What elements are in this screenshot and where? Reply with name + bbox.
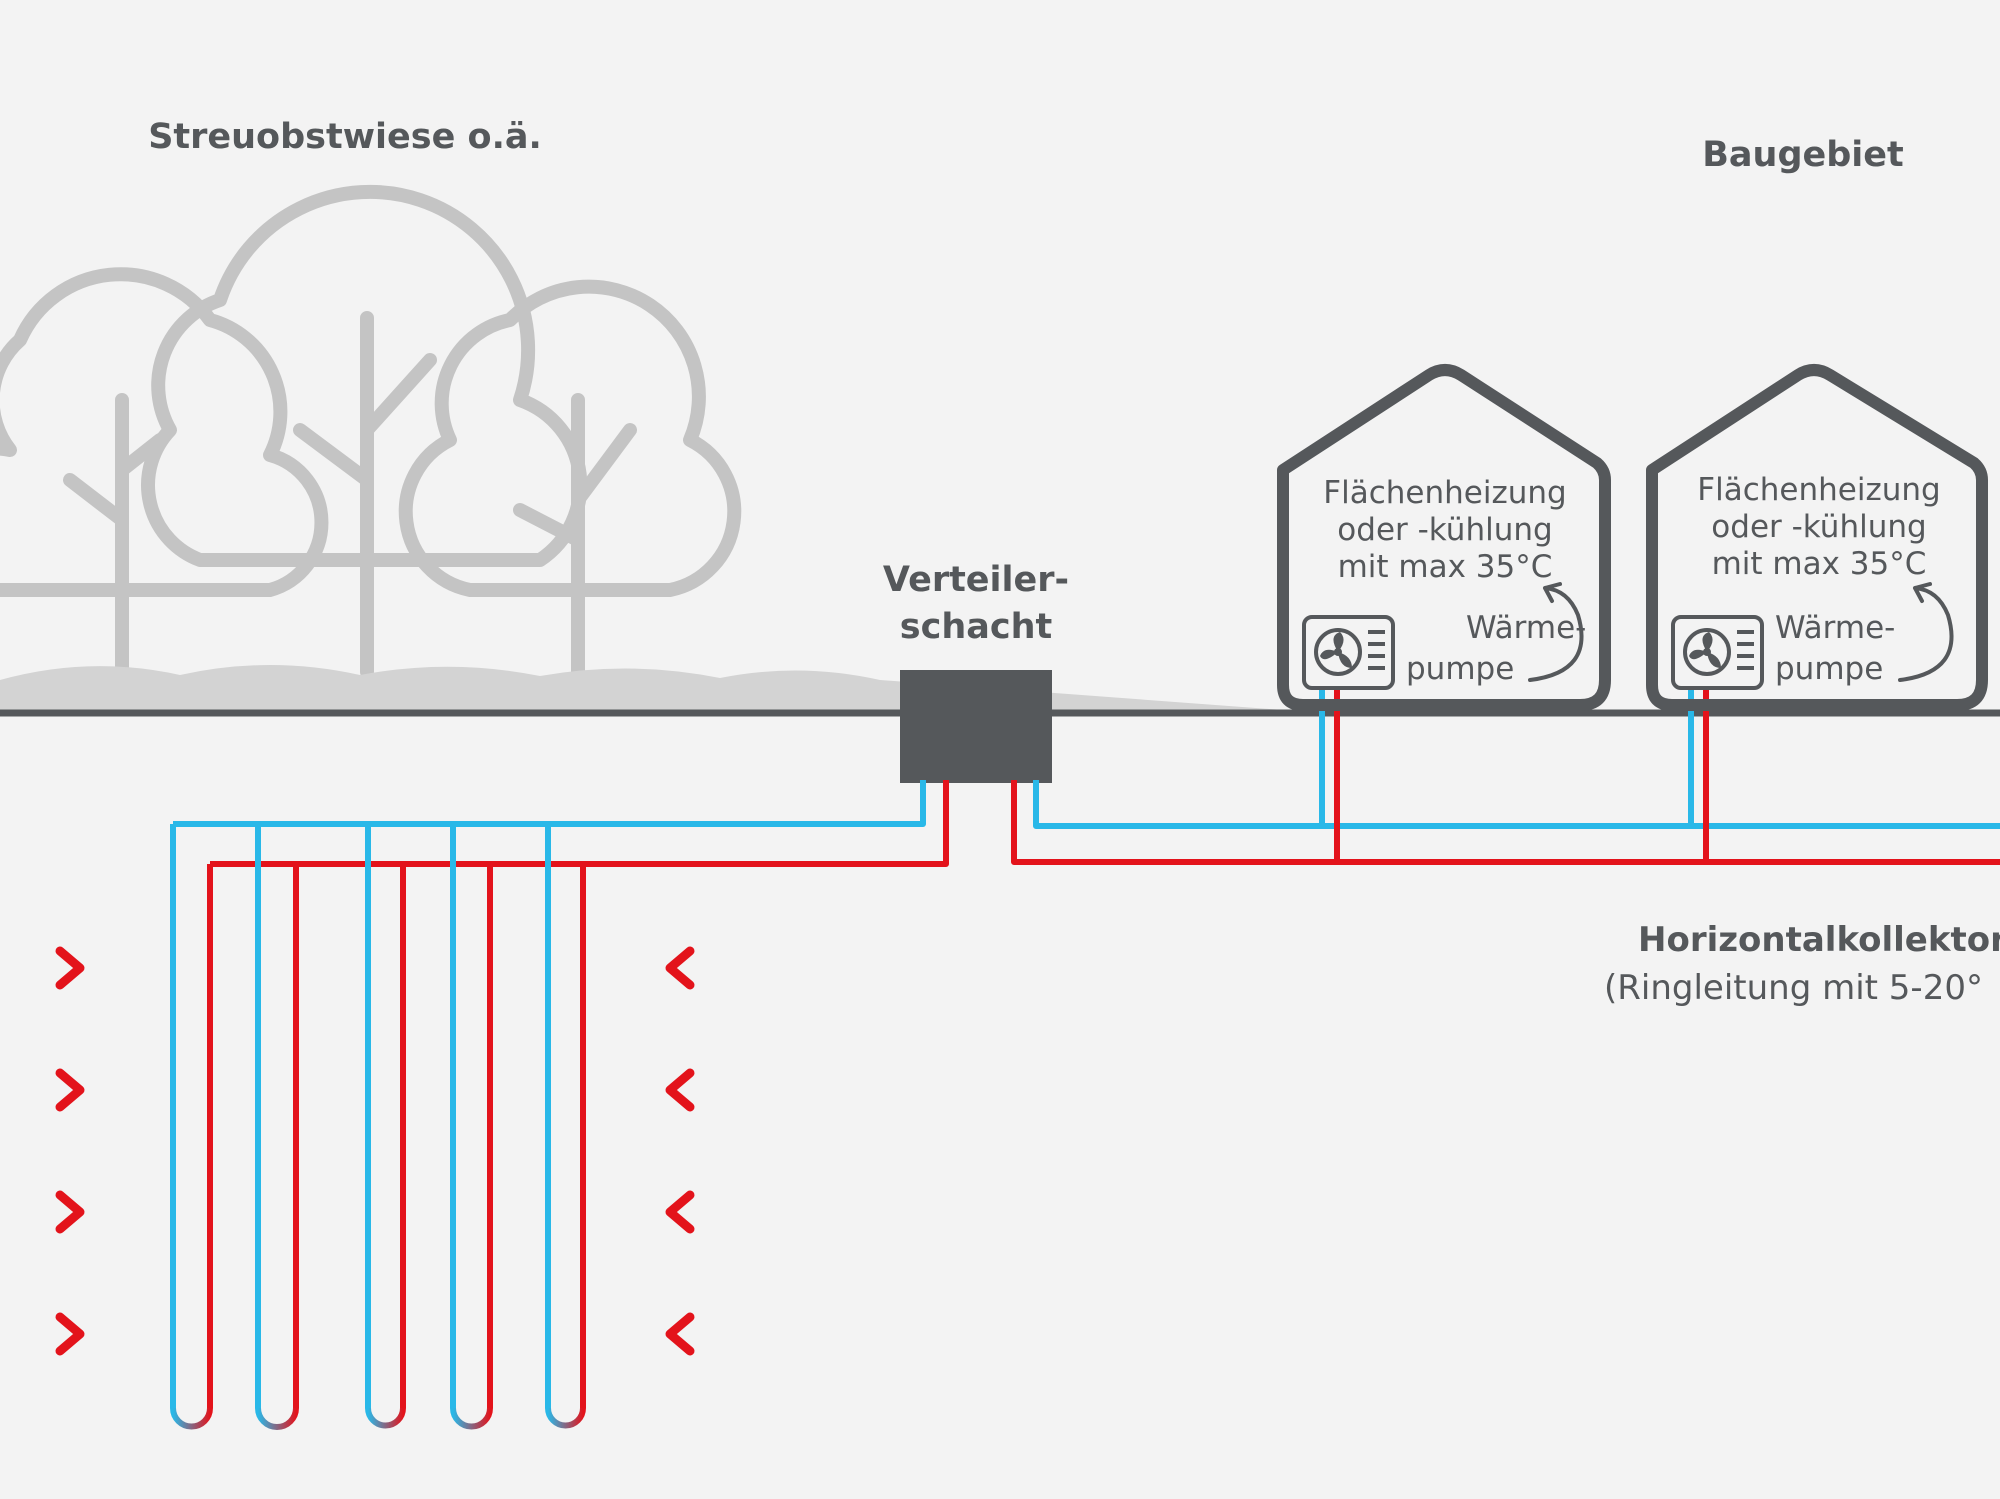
trees-illustration xyxy=(0,184,742,679)
chevron-right-icon xyxy=(55,946,85,990)
house-1-text-line3: mit max 35°C xyxy=(1338,549,1553,585)
chevron-left-icon xyxy=(665,946,695,990)
chevron-left-icon xyxy=(665,1190,695,1234)
house-1: Flächenheizung oder -kühlung mit max 35°… xyxy=(1277,364,1611,711)
distribution-label-line2: schacht xyxy=(900,607,1053,647)
tree-right-icon xyxy=(398,279,742,597)
horizontal-collector-pipes xyxy=(1011,688,2000,865)
borehole-field-pipes xyxy=(170,780,949,1430)
chevron-right-icon xyxy=(55,1190,85,1234)
house-1-text-line1: Flächenheizung xyxy=(1323,475,1566,511)
chevron-right-icon xyxy=(55,1068,85,1112)
circulation-arrow-icon xyxy=(1898,582,1954,682)
house-2-pump-line1: Wärme- xyxy=(1775,610,1895,646)
house-icon xyxy=(1646,364,1988,711)
house-1-pump-line2: pumpe xyxy=(1406,651,1514,687)
house-2-pump-line2: pumpe xyxy=(1775,651,1883,687)
collector-title: Horizontalkollektor xyxy=(1638,920,2000,960)
collector-subtitle: (Ringleitung mit 5-20° xyxy=(1604,968,1983,1008)
house-2-text-line2: oder -kühlung xyxy=(1711,509,1926,545)
grass-hills xyxy=(0,665,1310,712)
heat-inflow-arrows xyxy=(55,946,695,1356)
house-2-text-line3: mit max 35°C xyxy=(1712,546,1927,582)
orchard-label: Streuobstwiese o.ä. xyxy=(148,117,542,157)
house-2: Flächenheizung oder -kühlung mit max 35°… xyxy=(1646,364,1988,711)
house-1-text-line2: oder -kühlung xyxy=(1337,512,1552,548)
circulation-arrow-icon xyxy=(1528,582,1584,682)
building-area-label: Baugebiet xyxy=(1702,135,1904,175)
distribution-label-line1: Verteiler- xyxy=(883,560,1069,600)
heat-pump-unit-icon xyxy=(1302,615,1395,690)
chevron-left-icon xyxy=(665,1068,695,1112)
house-icon xyxy=(1277,364,1611,711)
tree-middle-icon xyxy=(141,184,588,567)
house-2-text-line1: Flächenheizung xyxy=(1697,472,1940,508)
chevron-right-icon xyxy=(55,1312,85,1356)
distribution-box xyxy=(900,670,1052,783)
house-1-pump-line1: Wärme- xyxy=(1466,610,1586,646)
heat-pump-unit-icon xyxy=(1671,615,1764,690)
tree-left-icon xyxy=(0,267,329,597)
chevron-left-icon xyxy=(665,1312,695,1356)
